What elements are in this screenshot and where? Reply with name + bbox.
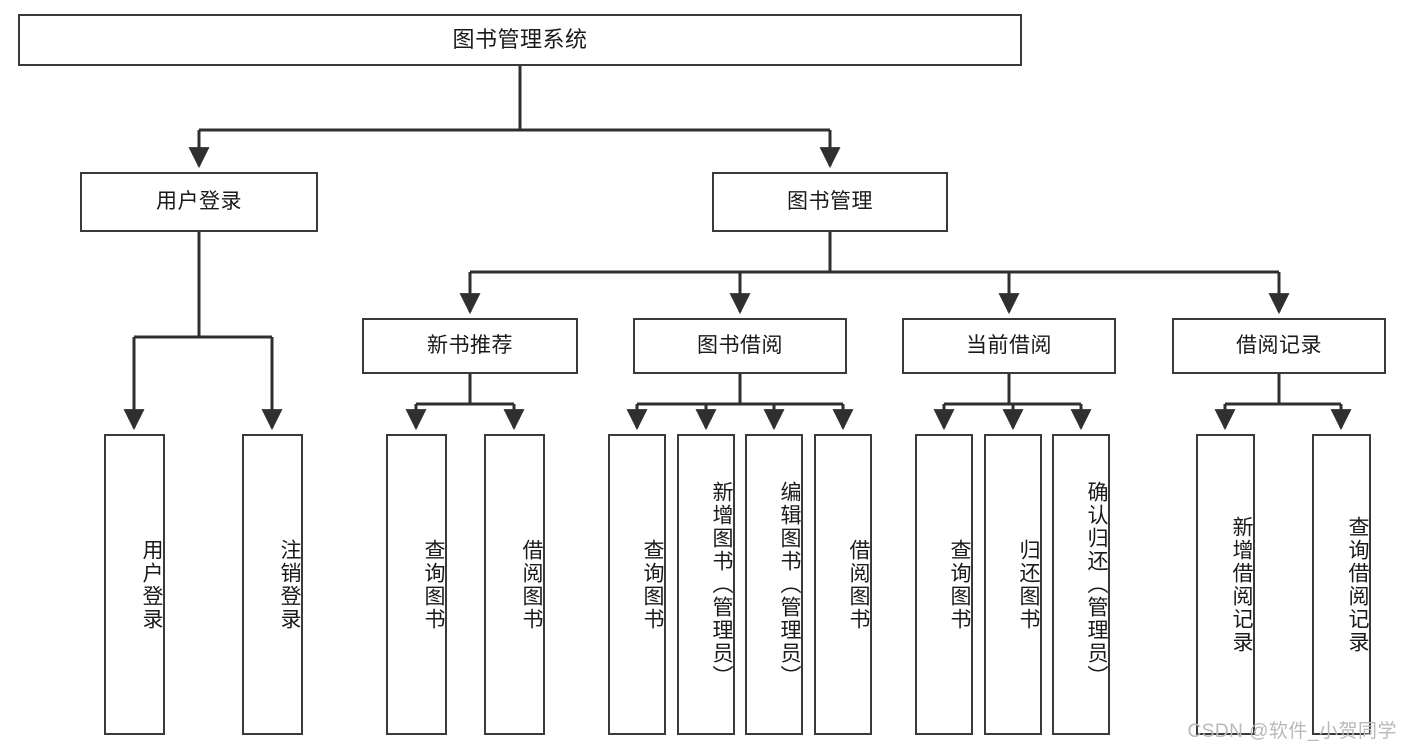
leaf-borrow-book[interactable]: 借阅图书 (814, 434, 872, 735)
node-user-login[interactable]: 用户登录 (80, 172, 318, 232)
leaf-user-logout[interactable]: 注销登录 (242, 434, 303, 735)
leaf-add-book-admin[interactable]: 新增图书（管理员） (677, 434, 735, 735)
leaf-borrow-book-recommend[interactable]: 借阅图书 (484, 434, 545, 735)
leaf-return-book[interactable]: 归还图书 (984, 434, 1042, 735)
leaf-user-login[interactable]: 用户登录 (104, 434, 165, 735)
leaf-query-book-recommend[interactable]: 查询图书 (386, 434, 447, 735)
node-root[interactable]: 图书管理系统 (18, 14, 1022, 66)
leaf-query-borrow-record[interactable]: 查询借阅记录 (1312, 434, 1371, 735)
leaf-confirm-return-admin[interactable]: 确认归还（管理员） (1052, 434, 1110, 735)
node-book-borrow[interactable]: 图书借阅 (633, 318, 847, 374)
node-new-book-recommend[interactable]: 新书推荐 (362, 318, 578, 374)
leaf-edit-book-admin[interactable]: 编辑图书（管理员） (745, 434, 803, 735)
node-book-manage[interactable]: 图书管理 (712, 172, 948, 232)
node-borrow-record[interactable]: 借阅记录 (1172, 318, 1386, 374)
leaf-add-borrow-record[interactable]: 新增借阅记录 (1196, 434, 1255, 735)
node-current-borrow[interactable]: 当前借阅 (902, 318, 1116, 374)
leaf-query-book-current[interactable]: 查询图书 (915, 434, 973, 735)
leaf-query-book-borrow[interactable]: 查询图书 (608, 434, 666, 735)
